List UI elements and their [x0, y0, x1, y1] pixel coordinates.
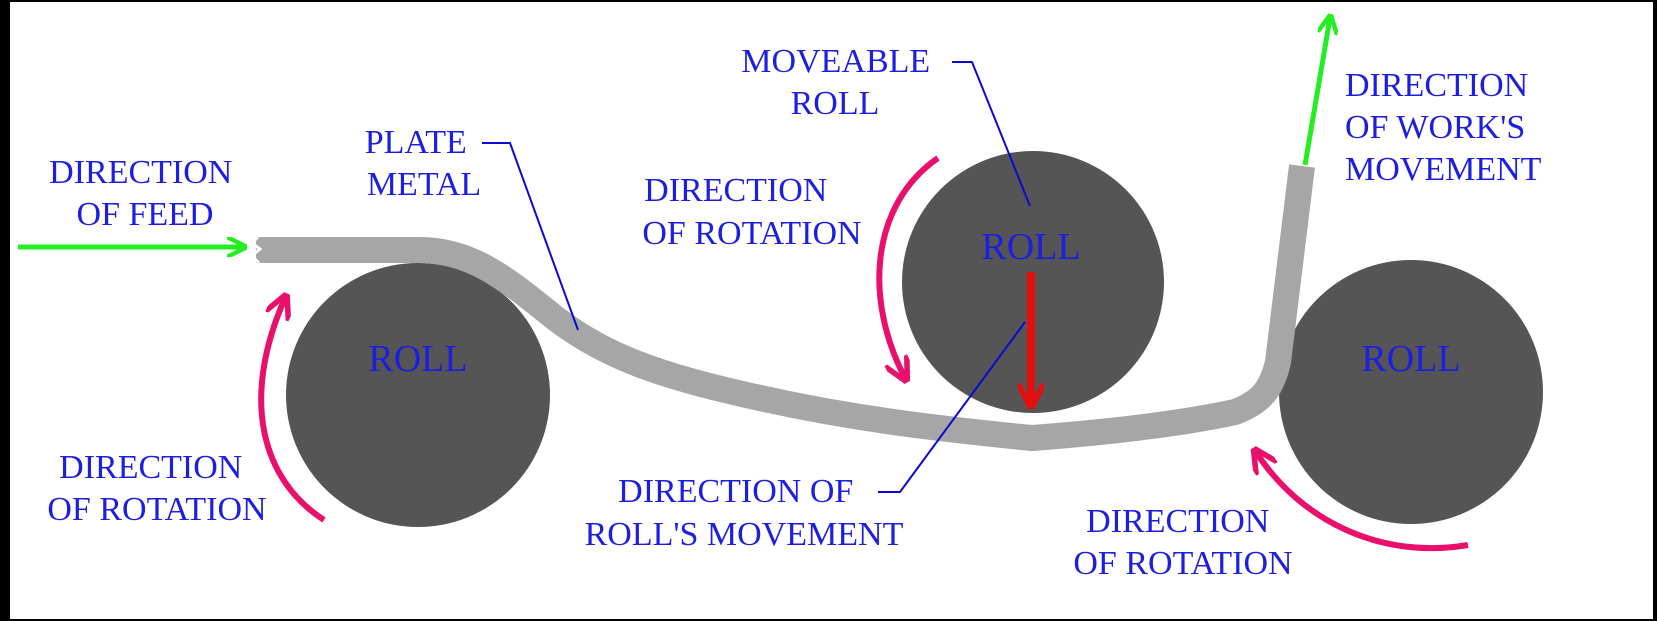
right-roll	[1279, 260, 1543, 524]
moveable-roll-leader	[952, 61, 1031, 207]
middle-roll-label: ROLL	[981, 226, 1080, 268]
arrow-up-icon	[1302, 18, 1330, 166]
moveable-roll-label: MOVEABLE ROLL	[741, 43, 938, 122]
direction-of-rotation-left-label: DIRECTION OF ROTATION	[47, 449, 266, 528]
curved-arrow-icon	[1256, 452, 1469, 552]
plate-metal-leader	[482, 142, 579, 331]
plate-metal-strip	[256, 164, 1315, 451]
plate-cut-edge	[249, 235, 263, 265]
direction-of-works-movement-label: DIRECTION OF WORK'S MOVEMENT	[1345, 67, 1542, 188]
left-roll-label: ROLL	[368, 338, 467, 380]
plate-metal-label: PLATE METAL	[365, 124, 481, 203]
curved-arrow-icon	[258, 298, 326, 523]
direction-of-rotation-top-label: DIRECTION OF ROTATION	[642, 172, 861, 252]
direction-of-rolls-movement-label: DIRECTION OF ROLL'S MOVEMENT	[585, 473, 904, 553]
right-roll-label: ROLL	[1361, 338, 1460, 380]
direction-of-rotation-right-label: DIRECTION OF ROTATION	[1073, 503, 1292, 582]
curved-arrow-icon	[876, 155, 940, 378]
left-roll	[286, 263, 550, 527]
direction-of-feed-label: DIRECTION OF FEED	[49, 154, 241, 233]
rolls-movement-leader	[878, 321, 1026, 493]
